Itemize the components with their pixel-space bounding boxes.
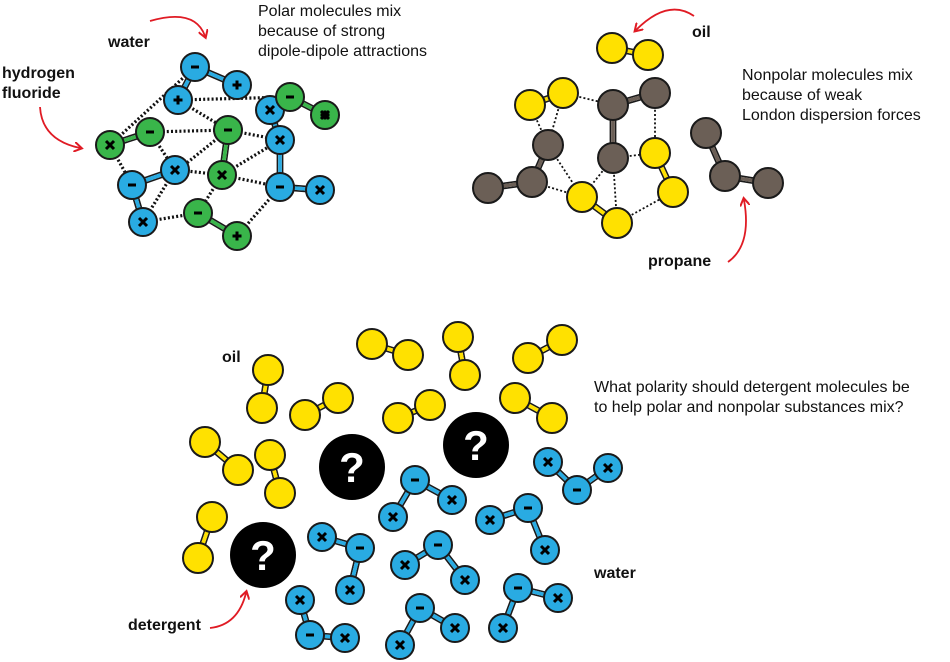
mystery-symbol: ? <box>339 444 365 491</box>
oil-atom-icon <box>252 354 284 386</box>
oil-atom-icon <box>182 542 214 574</box>
nonpolar-description-line-1: Nonpolar molecules mix <box>742 67 913 84</box>
nonpolar-description: Nonpolar molecules mix because of weak L… <box>742 66 921 126</box>
oil-atom-icon <box>322 382 354 414</box>
propane-atom-icon <box>532 129 564 161</box>
oil-atom-icon <box>392 339 424 371</box>
oil-atom-icon <box>254 439 286 471</box>
charge-cross-icon <box>602 462 614 474</box>
propane-atom-icon <box>639 77 671 109</box>
charge-cross-icon <box>319 109 331 121</box>
charge-cross-icon <box>344 584 356 596</box>
charge-cross-icon <box>216 169 228 181</box>
atoms: ??? <box>95 32 784 660</box>
oil-atom-icon <box>639 137 671 169</box>
oil-atom-icon <box>264 477 296 509</box>
charge-cross-icon <box>314 184 326 196</box>
attraction-dots <box>529 104 549 146</box>
charge-cross-icon <box>459 574 471 586</box>
attraction-dots <box>196 174 224 214</box>
oil-atom-icon <box>547 77 579 109</box>
label-oil-bottom: oil <box>222 349 241 366</box>
oil-atom-icon <box>657 176 689 208</box>
charge-cross-icon <box>399 559 411 571</box>
charge-cross-icon <box>539 544 551 556</box>
charge-cross-icon <box>274 134 286 146</box>
oil-atom-icon <box>536 402 568 434</box>
propane-atom-icon <box>516 166 548 198</box>
charge-cross-icon <box>552 592 564 604</box>
oil-atom-icon <box>196 501 228 533</box>
question-mark-circle-icon <box>443 412 509 478</box>
nonpolar-description-line-3: London dispersion forces <box>742 107 921 124</box>
label-hydrogen-fluoride-line-1: hydrogen <box>2 65 75 82</box>
charge-cross-icon <box>339 632 351 644</box>
charge-cross-icon <box>446 494 458 506</box>
oil-atom-icon <box>414 389 446 421</box>
label-hydrogen-fluoride-line-2: fluoride <box>2 85 61 102</box>
mystery-symbol: ? <box>250 532 276 579</box>
question-text-line-1: What polarity should detergent molecules… <box>594 379 910 396</box>
oil-atom-icon <box>449 359 481 391</box>
oil-atom-icon <box>512 342 544 374</box>
curved-arrow-icon <box>149 15 205 36</box>
propane-atom-icon <box>597 89 629 121</box>
question-mark-circle-icon <box>319 434 385 500</box>
propane-atom-icon <box>752 167 784 199</box>
label-oil-top: oil <box>692 24 711 41</box>
label-detergent: detergent <box>128 617 201 634</box>
label-water-bottom: water <box>594 565 636 582</box>
label-hydrogen-fluoride: hydrogen fluoride <box>2 64 75 104</box>
oil-atom-icon <box>601 207 633 239</box>
charge-cross-icon <box>169 164 181 176</box>
oil-atom-icon <box>382 402 414 434</box>
label-propane: propane <box>648 253 712 270</box>
curved-arrow-icon <box>209 593 246 629</box>
polar-description: Polar molecules mix because of strong di… <box>258 2 427 62</box>
oil-atom-icon <box>566 181 598 213</box>
oil-atom-icon <box>189 426 221 458</box>
charge-cross-icon <box>449 622 461 634</box>
polar-description-line-1: Polar molecules mix <box>258 3 402 20</box>
curved-arrow-icon <box>636 8 695 30</box>
oil-atom-icon <box>289 399 321 431</box>
charge-cross-icon <box>264 104 276 116</box>
oil-atom-icon <box>546 324 578 356</box>
oil-atom-icon <box>596 32 628 64</box>
charge-cross-icon <box>294 594 306 606</box>
charge-cross-icon <box>497 622 509 634</box>
oil-atom-icon <box>246 392 278 424</box>
question-mark-circle-icon <box>230 522 296 588</box>
propane-atom-icon <box>597 142 629 174</box>
charge-cross-icon <box>542 456 554 468</box>
oil-atom-icon <box>632 39 664 71</box>
oil-atom-icon <box>442 321 474 353</box>
charge-cross-icon <box>394 639 406 651</box>
charge-cross-icon <box>484 514 496 526</box>
pointer-arrows <box>39 8 746 629</box>
charge-cross-icon <box>137 216 149 228</box>
label-water-top: water <box>108 34 150 51</box>
oil-atom-icon <box>514 89 546 121</box>
oil-atom-icon <box>499 382 531 414</box>
charge-cross-icon <box>387 511 399 523</box>
question-text-line-2: to help polar and nonpolar substances mi… <box>594 399 904 416</box>
propane-atom-icon <box>709 160 741 192</box>
nonpolar-description-line-2: because of weak <box>742 87 863 104</box>
curved-arrow-icon <box>39 106 80 148</box>
propane-atom-icon <box>472 172 504 204</box>
charge-cross-icon <box>316 531 328 543</box>
mystery-symbol: ? <box>463 422 489 469</box>
polar-description-line-2: because of strong <box>258 23 386 40</box>
propane-atom-icon <box>690 117 722 149</box>
question-text: What polarity should detergent molecules… <box>594 378 910 418</box>
oil-atom-icon <box>222 454 254 486</box>
charge-cross-icon <box>104 139 116 151</box>
curved-arrow-icon <box>727 200 746 263</box>
attraction-dots <box>177 168 223 177</box>
polar-description-line-3: dipole-dipole attractions <box>258 43 427 60</box>
oil-atom-icon <box>356 328 388 360</box>
